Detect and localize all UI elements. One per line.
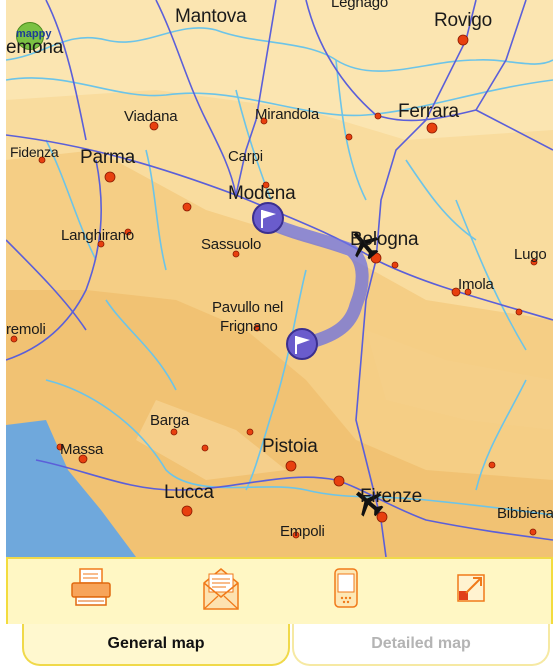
city-label-massa: Massa	[60, 441, 104, 458]
city-label-barga: Barga	[150, 412, 190, 429]
tab-detailed-map[interactable]: Detailed map	[292, 624, 550, 666]
map-toolbar	[8, 557, 551, 624]
airport-icon-firenze	[355, 491, 384, 517]
city-label-cremona: emona	[6, 37, 64, 58]
city-label-pistoia: Pistoia	[262, 436, 318, 457]
city-label-bibbiena: Bibbiena	[497, 505, 553, 522]
print-button[interactable]	[68, 565, 114, 615]
city-label-pavullo-line2: Frignano	[220, 318, 278, 335]
map-canvas	[6, 0, 553, 557]
email-button[interactable]	[198, 565, 244, 615]
city-label-modena: Modena	[228, 183, 296, 204]
sea-area	[6, 420, 136, 557]
map-view[interactable]: mappy Mantova Legnago Rovigo emona Viada…	[6, 0, 553, 557]
city-label-parma: Parma	[80, 147, 135, 168]
city-label-viadana: Viadana	[124, 108, 178, 125]
mobile-button[interactable]	[324, 565, 370, 615]
start-flag-icon[interactable]	[252, 202, 284, 234]
route-line	[261, 215, 369, 349]
expand-icon	[457, 574, 485, 602]
city-label-pavullo-line1: Pavullo nel	[212, 299, 284, 316]
airport-icon-bologna	[353, 231, 379, 260]
city-label-imola: Imola	[458, 276, 494, 293]
city-label-empoli: Empoli	[280, 523, 325, 540]
city-label-lugo: Lugo	[514, 246, 547, 263]
city-label-mantova: Mantova	[175, 6, 247, 27]
city-label-mirandola: Mirandola	[255, 106, 320, 123]
map-tabs: General map Detailed map	[6, 624, 553, 668]
city-label-ferrara: Ferrara	[398, 101, 459, 122]
tab-general-map[interactable]: General map	[22, 624, 290, 666]
city-label-langhirano: Langhirano	[61, 227, 135, 244]
expand-button[interactable]	[448, 565, 494, 615]
city-label-firenze: Firenze	[360, 486, 422, 507]
city-label-bologna: Bologna	[350, 229, 419, 250]
end-flag-icon[interactable]	[286, 328, 318, 360]
printer-icon	[71, 568, 111, 606]
city-label-carpi: Carpi	[228, 148, 263, 165]
city-label-sassuolo: Sassuolo	[201, 236, 262, 253]
city-label-legnago: Legnago	[331, 0, 388, 11]
city-label-fidenza: Fidenza	[10, 144, 59, 160]
mappy-logo-icon	[16, 22, 44, 50]
mobile-phone-icon	[334, 568, 358, 608]
logo-text: mappy	[16, 28, 52, 40]
city-label-pontremoli: remoli	[6, 321, 46, 338]
city-label-rovigo: Rovigo	[434, 10, 492, 31]
city-label-lucca: Lucca	[164, 482, 214, 503]
envelope-icon	[203, 568, 239, 610]
